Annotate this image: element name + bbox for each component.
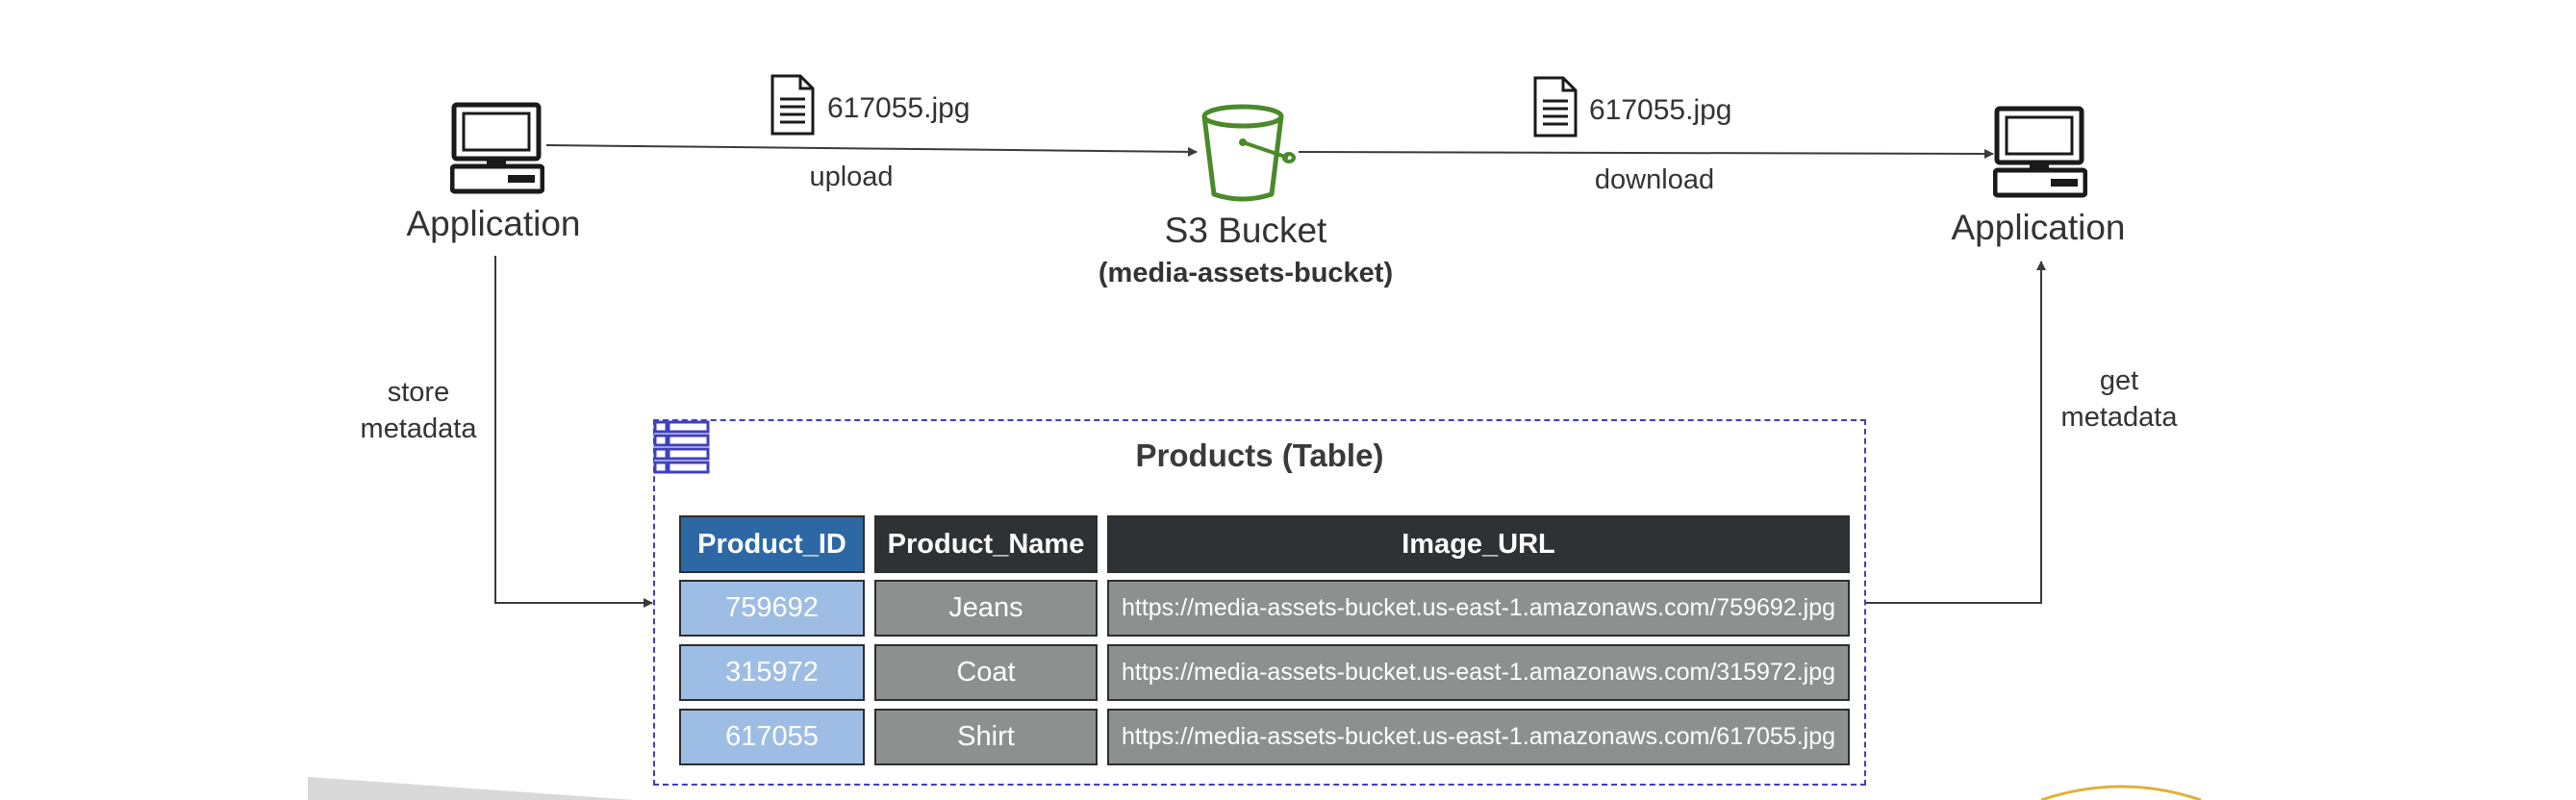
document-icon — [770, 74, 815, 136]
decorative-wedge — [308, 777, 635, 800]
document-icon — [1533, 76, 1578, 138]
header-product-name: Product_Name — [874, 515, 1098, 573]
table-cell-product-name: Jeans — [874, 580, 1098, 637]
computer-icon — [450, 102, 544, 194]
bucket-subtitle: (media-assets-bucket) — [1098, 258, 1394, 288]
upload-arrow — [545, 144, 1198, 157]
download-label: download — [1594, 164, 1715, 195]
computer-icon — [1993, 106, 2087, 198]
get-metadata-arrow — [1866, 261, 2046, 604]
table-cell-image-url: https://media-assets-bucket.us-east-1.am… — [1107, 709, 1850, 765]
table-cell-product-name: Shirt — [874, 709, 1098, 765]
database-table-icon — [653, 420, 710, 475]
s3-bucket-icon — [1201, 104, 1296, 202]
get-metadata-line2: metadata — [2060, 401, 2178, 433]
table-title: Products (Table) — [1135, 438, 1384, 473]
table-cell-image-url: https://media-assets-bucket.us-east-1.am… — [1107, 580, 1850, 637]
decorative-arc — [2040, 785, 2202, 800]
table-cell-product-id: 617055 — [679, 709, 865, 765]
app-right-label: Application — [1951, 208, 2126, 247]
store-metadata-line2: metadata — [360, 412, 477, 444]
store-metadata-arrow — [494, 256, 653, 608]
bucket-title: S3 Bucket — [1164, 211, 1327, 250]
table-cell-product-id: 759692 — [679, 580, 865, 637]
get-metadata-line1: get — [2099, 365, 2139, 396]
table-cell-image-url: https://media-assets-bucket.us-east-1.am… — [1107, 644, 1850, 701]
table-cell-product-id: 315972 — [679, 644, 865, 701]
table-cell-product-name: Coat — [874, 644, 1098, 701]
download-arrow — [1298, 148, 1994, 159]
header-image-url: Image_URL — [1107, 515, 1850, 573]
store-metadata-label: store metadata — [346, 375, 491, 447]
upload-file-name: 617055.jpg — [827, 92, 971, 124]
upload-label: upload — [809, 162, 894, 192]
get-metadata-label: get metadata — [2047, 363, 2191, 436]
header-product-id: Product_ID — [679, 515, 865, 573]
app-left-label: Application — [406, 204, 581, 243]
download-file-name: 617055.jpg — [1589, 94, 1732, 126]
store-metadata-line1: store — [387, 377, 450, 408]
table-frame — [653, 419, 1866, 786]
